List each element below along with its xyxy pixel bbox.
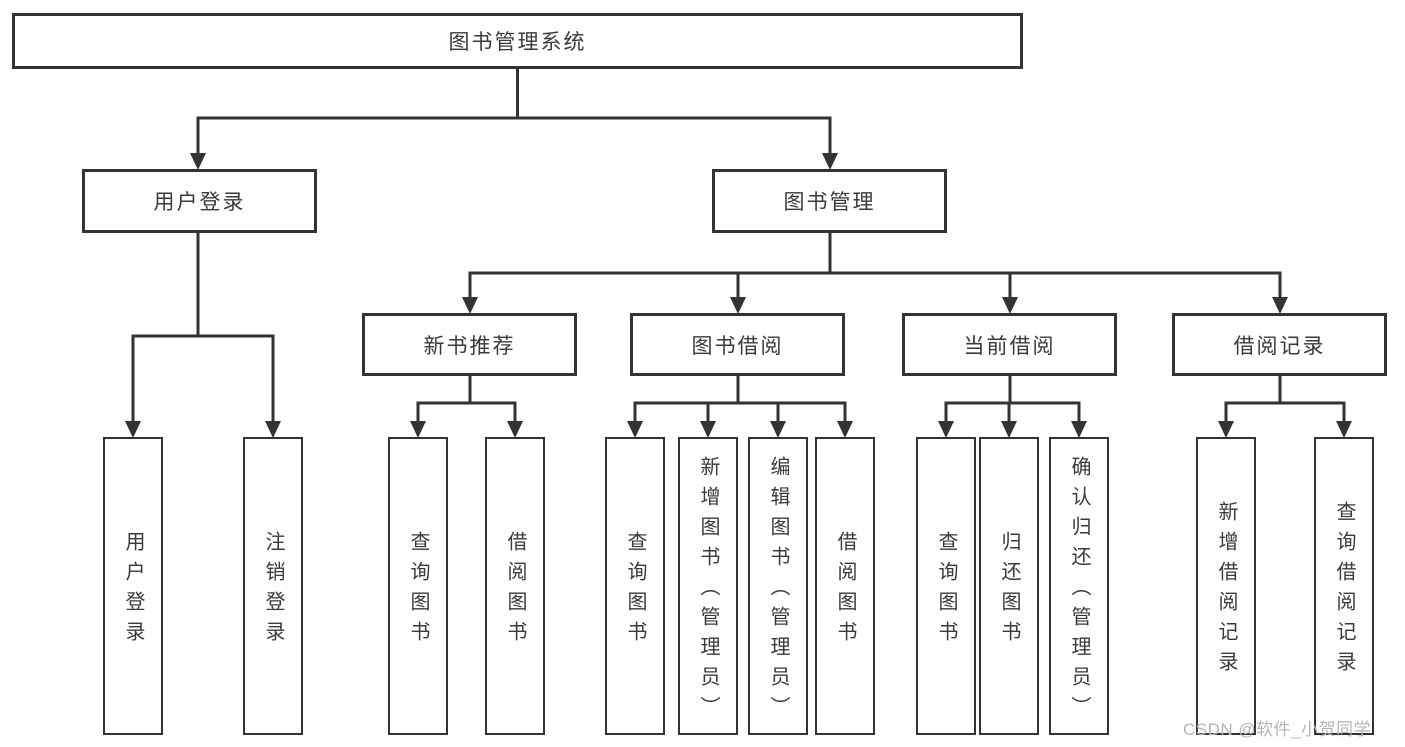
leaf-query-books-recommend-label: 查询图书 xyxy=(407,531,429,651)
leaf-user-login-label: 用户登录 xyxy=(122,531,144,651)
leaf-edit-books-admin-label: 编辑图书（管理员） xyxy=(767,456,789,726)
leaf-confirm-return-admin: 确认归还（管理员） xyxy=(1049,437,1109,735)
node-book-borrowing-label: 图书借阅 xyxy=(691,334,784,358)
leaf-borrow-books-recommend-label: 借阅图书 xyxy=(504,531,526,651)
leaf-add-books-admin-label: 新增图书（管理员） xyxy=(697,456,719,726)
leaf-user-login: 用户登录 xyxy=(103,437,163,735)
leaf-borrow-books-recommend: 借阅图书 xyxy=(485,437,545,735)
leaf-borrow-books-borrowing-label: 借阅图书 xyxy=(834,531,856,651)
node-user-login: 用户登录 xyxy=(82,169,317,233)
node-new-book-recommend: 新书推荐 xyxy=(362,313,577,376)
leaf-logout-label: 注销登录 xyxy=(262,531,284,651)
node-borrowing-records: 借阅记录 xyxy=(1172,313,1387,376)
leaf-query-borrow-record: 查询借阅记录 xyxy=(1314,437,1374,735)
leaf-query-books-recommend: 查询图书 xyxy=(388,437,448,735)
node-user-login-label: 用户登录 xyxy=(153,191,246,214)
leaf-logout: 注销登录 xyxy=(243,437,303,735)
node-root-system: 图书管理系统 xyxy=(12,13,1023,69)
node-borrowing-records-label: 借阅记录 xyxy=(1233,334,1326,358)
node-new-book-recommend-label: 新书推荐 xyxy=(423,334,516,358)
leaf-query-books-borrowing: 查询图书 xyxy=(605,437,665,735)
node-book-borrowing: 图书借阅 xyxy=(630,313,845,376)
leaf-query-books-current-label: 查询图书 xyxy=(935,531,957,651)
node-current-borrowing: 当前借阅 xyxy=(902,313,1117,376)
leaf-return-books-label: 归还图书 xyxy=(998,531,1020,651)
leaf-add-books-admin: 新增图书（管理员） xyxy=(678,437,738,735)
watermark: CSDN @软件_小贺同学 xyxy=(1183,720,1372,739)
leaf-edit-books-admin: 编辑图书（管理员） xyxy=(748,437,808,735)
leaf-borrow-books-borrowing: 借阅图书 xyxy=(815,437,875,735)
leaf-add-borrow-record-label: 新增借阅记录 xyxy=(1215,501,1237,681)
leaf-confirm-return-admin-label: 确认归还（管理员） xyxy=(1068,456,1090,726)
leaf-return-books: 归还图书 xyxy=(979,437,1039,735)
node-book-management-label: 图书管理 xyxy=(783,191,876,214)
node-current-borrowing-label: 当前借阅 xyxy=(963,334,1056,358)
node-root-system-label: 图书管理系统 xyxy=(448,31,587,54)
leaf-query-borrow-record-label: 查询借阅记录 xyxy=(1333,501,1355,681)
node-book-management: 图书管理 xyxy=(712,169,947,233)
leaf-query-books-borrowing-label: 查询图书 xyxy=(624,531,646,651)
leaf-add-borrow-record: 新增借阅记录 xyxy=(1196,437,1256,735)
leaf-query-books-current: 查询图书 xyxy=(916,437,976,735)
